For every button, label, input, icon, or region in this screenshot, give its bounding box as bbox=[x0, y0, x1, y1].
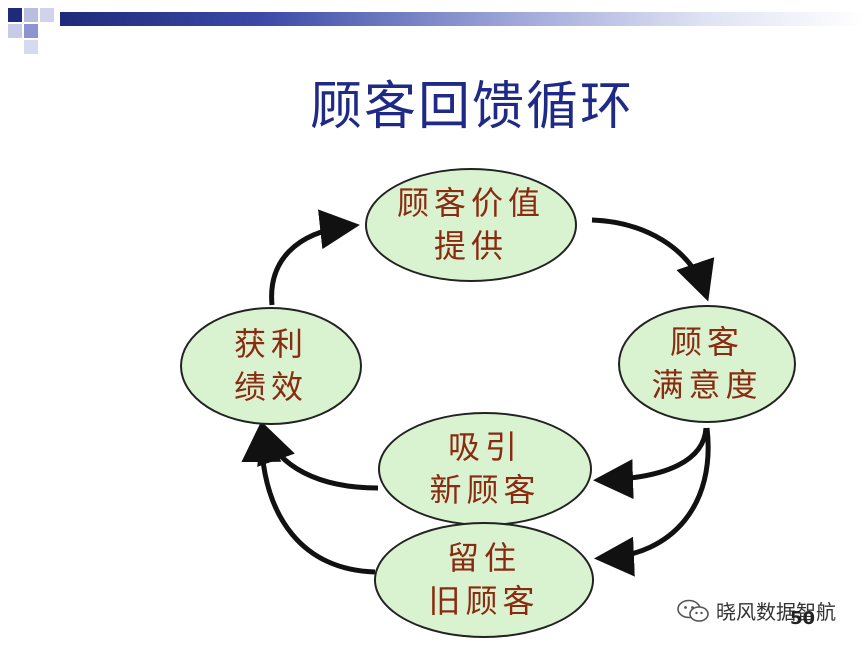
node-profit-performance-line2: 绩效 bbox=[233, 368, 308, 406]
header-square-dark bbox=[8, 8, 22, 22]
header-square-mid bbox=[24, 24, 38, 38]
arrow-value-to-satisfaction bbox=[591, 217, 715, 302]
watermark-text: 晓风数据智航 bbox=[716, 600, 836, 624]
node-customer-value: 顾客价值 提供 bbox=[365, 168, 577, 282]
node-customer-satisfaction-line2: 满意度 bbox=[651, 366, 763, 404]
watermark: 晓风数据智航 bbox=[676, 596, 836, 625]
arrow-retain-to-profit bbox=[241, 422, 376, 575]
header-square-light bbox=[8, 24, 22, 38]
header-decoration bbox=[0, 0, 864, 54]
page-number: 50 bbox=[790, 608, 816, 629]
page-title: 顾客回馈循环 bbox=[309, 77, 634, 137]
header-gradient-bar bbox=[60, 12, 864, 26]
header-square-light bbox=[24, 40, 38, 54]
node-attract-new-customers: 吸引 新顾客 bbox=[378, 412, 592, 526]
arrow-attract-to-profit bbox=[257, 422, 379, 491]
node-retain-old-customers-line1: 留住 bbox=[446, 538, 521, 577]
node-retain-old-customers: 留住 旧顾客 bbox=[374, 522, 594, 638]
node-profit-performance-line1: 获利 bbox=[233, 324, 308, 363]
node-customer-satisfaction-line1: 顾客 bbox=[669, 322, 744, 361]
arrow-satisfaction-to-retain bbox=[594, 427, 711, 577]
header-square-light bbox=[40, 8, 54, 22]
node-customer-satisfaction: 顾客 满意度 bbox=[618, 305, 796, 423]
arrow-satisfaction-to-attract bbox=[593, 427, 709, 500]
header-square-light bbox=[24, 8, 38, 22]
arrow-profit-to-value bbox=[269, 209, 360, 306]
node-customer-value-line2: 提供 bbox=[433, 227, 508, 265]
node-attract-new-customers-line2: 新顾客 bbox=[429, 471, 541, 509]
node-customer-value-line1: 顾客价值 bbox=[396, 183, 545, 222]
node-profit-performance: 获利 绩效 bbox=[180, 307, 362, 425]
wechat-icon bbox=[677, 599, 709, 622]
node-attract-new-customers-line1: 吸引 bbox=[447, 427, 522, 466]
node-retain-old-customers-line2: 旧顾客 bbox=[428, 582, 540, 620]
